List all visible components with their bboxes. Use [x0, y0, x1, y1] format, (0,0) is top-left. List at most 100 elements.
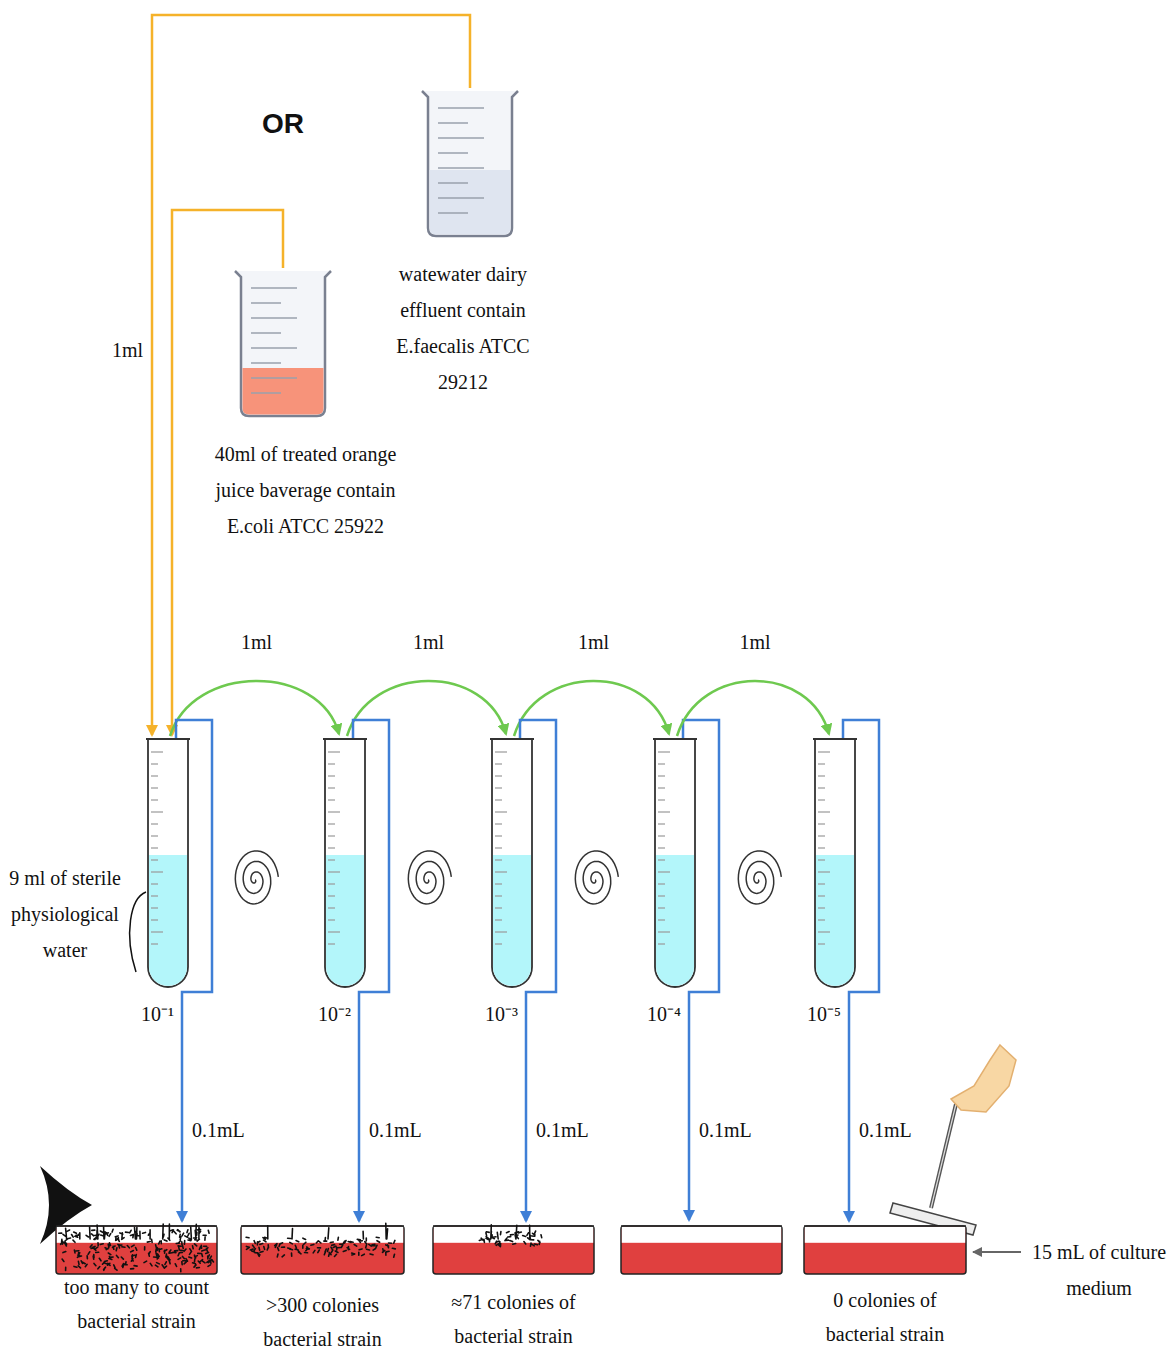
graduation-mark [658, 763, 665, 764]
graduation-mark [251, 377, 297, 379]
graduation-mark [151, 763, 158, 764]
graduation-mark [658, 883, 665, 884]
graduation-mark [251, 317, 297, 319]
edge-label: 1ml [737, 630, 772, 654]
graduation-mark [495, 931, 507, 932]
graduation-mark [495, 859, 502, 860]
tube-rim [813, 738, 857, 740]
graduation-mark [658, 787, 665, 788]
beaker-glass [422, 91, 518, 236]
graduation-mark [328, 859, 335, 860]
edge-label: 0.1mL [190, 1118, 247, 1142]
dilution-tube: 10⁻³ [490, 738, 534, 990]
graduation-mark [328, 883, 335, 884]
graduation-mark [818, 871, 830, 872]
graduation-mark [818, 907, 825, 908]
dish-lid-space [242, 1227, 403, 1243]
graduation-mark [818, 751, 830, 752]
mixing-spiral [738, 851, 781, 904]
tube-illustration [146, 738, 190, 990]
graduation-mark [438, 197, 484, 199]
tube-rim [653, 738, 697, 740]
bacterial-colonies [59, 1224, 214, 1272]
graduation-mark [251, 302, 281, 304]
dilution-tube: 10⁻⁴ [653, 738, 697, 990]
graduation-mark [151, 775, 158, 776]
connector [677, 681, 829, 736]
graduation-mark [328, 847, 335, 848]
tube-glass [655, 738, 695, 987]
dish-lid-space [622, 1227, 781, 1243]
graduation-mark [495, 811, 507, 812]
graduation-mark [151, 943, 158, 944]
pointer-arrow [973, 1251, 1021, 1253]
graduation-mark [328, 787, 335, 788]
dish-caption: 0 colonies of bacterial strain [809, 1283, 961, 1351]
graduation-mark [328, 763, 335, 764]
tube-liquid [493, 855, 531, 986]
petri-dish: >300 colonies bacterial strain [240, 1225, 405, 1275]
volume-label: 0.1mL [697, 1118, 754, 1142]
dish-rim [241, 1225, 404, 1227]
graduation-mark [438, 167, 484, 169]
dish-caption: too many to count bacterial strain [51, 1270, 223, 1338]
graduation-mark [151, 811, 163, 812]
edge-label: 0.1mL [857, 1118, 914, 1142]
edge-label: 0.1mL [367, 1118, 424, 1142]
graduation-mark [151, 883, 158, 884]
petri-dish: too many to count bacterial strain [55, 1225, 218, 1275]
graduation-mark [495, 943, 502, 944]
graduation-mark [151, 835, 158, 836]
dish-illustration [240, 1225, 405, 1275]
graduation-mark [658, 919, 665, 920]
graduation-mark [251, 362, 281, 364]
tube-illustration [323, 738, 367, 990]
tube-liquid [326, 855, 364, 986]
tube-glass [148, 738, 188, 987]
graduation-mark [328, 919, 335, 920]
graduation-mark [658, 811, 670, 812]
dilution-label: 10⁻² [318, 1002, 351, 1026]
dilution-label: 10⁻³ [485, 1002, 518, 1026]
graduation-mark [251, 347, 297, 349]
dish-rim [621, 1225, 782, 1227]
graduation-mark [251, 332, 281, 334]
graduation-mark [328, 811, 340, 812]
tube-illustration [653, 738, 697, 990]
graduation-mark [151, 799, 158, 800]
graduation-mark [328, 775, 335, 776]
dilution-tube: 10⁻⁵ [813, 738, 857, 990]
mixing-spiral [575, 851, 618, 904]
tube-liquid [149, 855, 187, 986]
beaker-glass [235, 271, 331, 416]
graduation-mark [328, 943, 335, 944]
beaker-label: watewater dairy effluent contain E.faeca… [393, 256, 533, 400]
beaker-liquid [243, 368, 324, 415]
mixing-spiral [235, 851, 278, 904]
dish-caption: >300 colonies bacterial strain [248, 1288, 398, 1356]
connector [152, 15, 470, 735]
leader-line [130, 892, 146, 972]
graduation-mark [251, 287, 297, 289]
sample-beaker: watewater dairy effluent contain E.faeca… [393, 88, 533, 400]
graduation-mark [818, 931, 830, 932]
dish-rim [804, 1225, 966, 1227]
note-label: 9 ml of sterile physiological water [4, 860, 126, 968]
graduation-mark [658, 859, 665, 860]
graduation-mark [495, 847, 502, 848]
graduation-mark [328, 799, 335, 800]
spreader-rod-highlight [931, 1104, 956, 1208]
graduation-mark [151, 751, 163, 752]
edge-label: 1ml [110, 338, 145, 362]
graduation-mark [495, 823, 502, 824]
edge-label: 1ml [411, 630, 446, 654]
graduation-mark [818, 763, 825, 764]
graduation-mark [658, 775, 665, 776]
dish-medium [433, 1226, 594, 1274]
beaker-illustration [418, 88, 522, 240]
dish-lid-space [805, 1227, 965, 1243]
graduation-mark [818, 787, 825, 788]
dilution-tube: 10⁻¹ [146, 738, 190, 990]
graduation-mark [251, 392, 281, 394]
graduation-mark [818, 883, 825, 884]
